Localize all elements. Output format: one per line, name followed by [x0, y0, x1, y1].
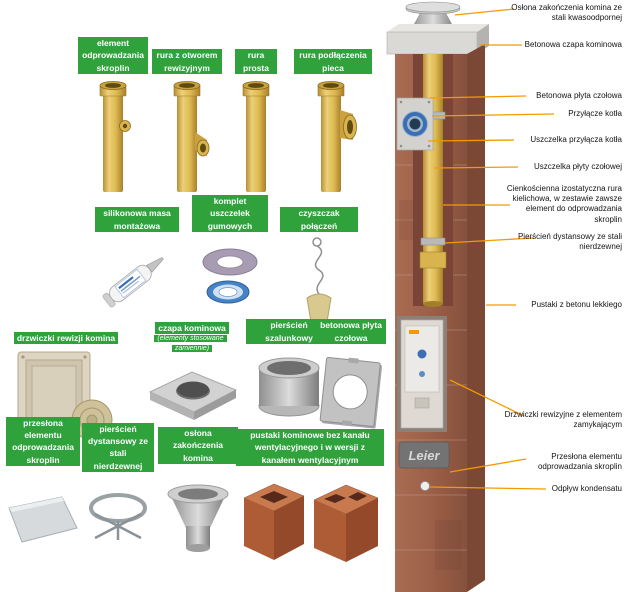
part-spacer-ring: pierścień dystansowy ze stali nierdzewne…	[82, 422, 154, 552]
part-label-text: rura prosta	[235, 49, 277, 74]
part-label: pustaki kominowe bez kanału wentylacyjne…	[236, 429, 384, 466]
spacer-ring-image	[89, 493, 147, 540]
part-label-text: drzwiczki rewizji komina	[13, 331, 119, 344]
part-sublabel-text: (elementy stosowane zamiennie)	[154, 335, 227, 352]
bolt	[399, 144, 403, 148]
straight-pipe-image	[242, 81, 270, 192]
callout-lightweight-blocks: Pustaki z betonu lekkiego	[531, 300, 622, 309]
chimney-top-cover-image	[167, 484, 229, 552]
part-boiler-connection-pipe: rura podłączenia pieca	[294, 36, 372, 198]
front-plate-image	[319, 356, 382, 429]
chimney-column-side	[467, 44, 485, 592]
callout-condensate-drain: Odpływ kondensatu	[551, 484, 622, 493]
part-label-text: osłona zakończenia komina	[158, 427, 238, 464]
part-condensate-cover: przesłona elementu odprowadzania skropli…	[6, 416, 80, 550]
part-silicone: silikonowa masa montażowa	[95, 206, 179, 320]
callout-inspection-door: Drzwiczki rewizyjne z elementem zamykają…	[504, 410, 622, 430]
boiler-connection-pipe-image	[317, 81, 357, 192]
chimney-assembly-illustration: Leier	[385, 0, 495, 592]
part-label: drzwiczki rewizji komina	[10, 318, 122, 344]
chimney-cap-image	[148, 371, 238, 420]
drain-element-pipe-image	[99, 81, 131, 192]
part-label: czapa kominowa	[138, 310, 246, 334]
pipe-socket	[419, 251, 447, 269]
part-label: pierścień dystansowy ze stali nierdzewne…	[82, 422, 154, 472]
door-logo-mark	[409, 330, 419, 334]
part-label-text: silikonowa masa montażowa	[95, 207, 179, 232]
callout-plate-gasket: Uszczelka płyty czołowej	[533, 162, 622, 171]
boiler-opening	[409, 118, 421, 130]
part-chimney-cap: czapa kominowa (elementy stosowane zamie…	[138, 310, 246, 436]
callout-boiler-connection: Przyłącze kotła	[568, 109, 622, 118]
part-label-text: element odprowadzania skroplin	[78, 37, 148, 74]
part-label-text: rura z otworem rewizyjnym	[152, 49, 222, 74]
formwork-ring-image	[258, 357, 320, 417]
part-label: komplet uszczelek gumowych	[192, 195, 268, 232]
part-label: przesłona elementu odprowadzania skropli…	[6, 416, 80, 466]
part-sublabel: (elementy stosowane zamiennie)	[138, 334, 246, 354]
callout-spacer-ring: Pierścień dystansowy ze stali nierdzewne…	[517, 232, 622, 252]
part-drain-element: element odprowadzania skroplin	[78, 36, 148, 198]
part-chimney-blocks: pustaki kominowe bez kanału wentylacyjne…	[236, 429, 384, 570]
steel-cap-disc-top	[405, 1, 461, 13]
part-inspection-pipe: rura z otworem rewizyjnym	[152, 36, 222, 198]
door-knob	[417, 349, 427, 359]
concrete-cap-top	[387, 24, 489, 32]
callout-concrete-cap: Betonowa czapa kominowa	[524, 40, 622, 49]
part-label-text: czyszczak połączeń	[280, 207, 358, 232]
chimney-blocks-image	[243, 483, 379, 562]
part-label-text: betonowa płyta czołowa	[316, 319, 386, 344]
bolt	[427, 144, 431, 148]
part-label-text: komplet uszczelek gumowych	[192, 195, 268, 232]
part-label: czyszczak połączeń	[280, 206, 358, 232]
part-gaskets: komplet uszczelek gumowych	[192, 195, 268, 314]
brand-plate	[398, 441, 450, 469]
part-label: element odprowadzania skroplin	[78, 36, 148, 74]
part-label-text: przesłona elementu odprowadzania skropli…	[6, 416, 80, 466]
silicone-tube-image	[102, 257, 164, 308]
callout-boiler-gasket: Uszczelka przyłącza kotła	[530, 135, 622, 144]
part-label-text: pustaki kominowe bez kanału wentylacyjne…	[236, 429, 384, 466]
part-label: rura prosta	[224, 36, 288, 74]
part-cleaner: czyszczak połączeń	[280, 206, 358, 328]
callout-isostatic-pipe: Cienkościenna izostatyczna rura kielicho…	[506, 184, 622, 224]
spacer-ring-on-pipe	[420, 237, 446, 246]
part-top-cover: osłona zakończenia komina	[158, 427, 238, 560]
concrete-cap-side	[477, 24, 489, 54]
condensate-cover-plate-image	[8, 496, 78, 543]
part-label: rura podłączenia pieca	[294, 36, 372, 74]
inspection-pipe-image	[173, 81, 210, 192]
part-front-plate: betonowa płyta czołowa	[316, 312, 386, 440]
part-label: osłona zakończenia komina	[158, 427, 238, 464]
part-straight-pipe: rura prosta	[224, 36, 288, 198]
part-label-text: czapa kominowa	[155, 321, 229, 334]
part-label: silikonowa masa montażowa	[95, 206, 179, 232]
pipe-end	[423, 301, 443, 307]
boiler-gasket	[403, 112, 427, 136]
part-label: betonowa płyta czołowa	[316, 312, 386, 344]
bolt	[399, 100, 403, 104]
door-panel	[404, 325, 440, 393]
leier-logo: Leier	[408, 448, 440, 463]
condensate-outlet	[420, 481, 430, 491]
callout-drain-cover: Przesłona elementu odprowadzania skropli…	[537, 452, 622, 472]
bolt	[427, 100, 431, 104]
rubber-gaskets-image	[202, 248, 258, 304]
callout-steel-cover: Osłona zakończenia komina ze stali kwaso…	[511, 3, 622, 23]
part-label: rura z otworem rewizyjnym	[152, 36, 222, 74]
concrete-cap-front	[386, 31, 478, 55]
part-label-text: rura podłączenia pieca	[294, 49, 372, 74]
callout-front-plate: Betonowa płyta czołowa	[536, 91, 622, 100]
door-closing-element	[414, 397, 430, 409]
part-label-text: pierścień dystansowy ze stali nierdzewne…	[82, 422, 154, 472]
part-formwork-ring: pierścień szalunkowy	[246, 318, 332, 424]
texture-patch	[435, 520, 461, 570]
door-latch	[419, 371, 425, 377]
